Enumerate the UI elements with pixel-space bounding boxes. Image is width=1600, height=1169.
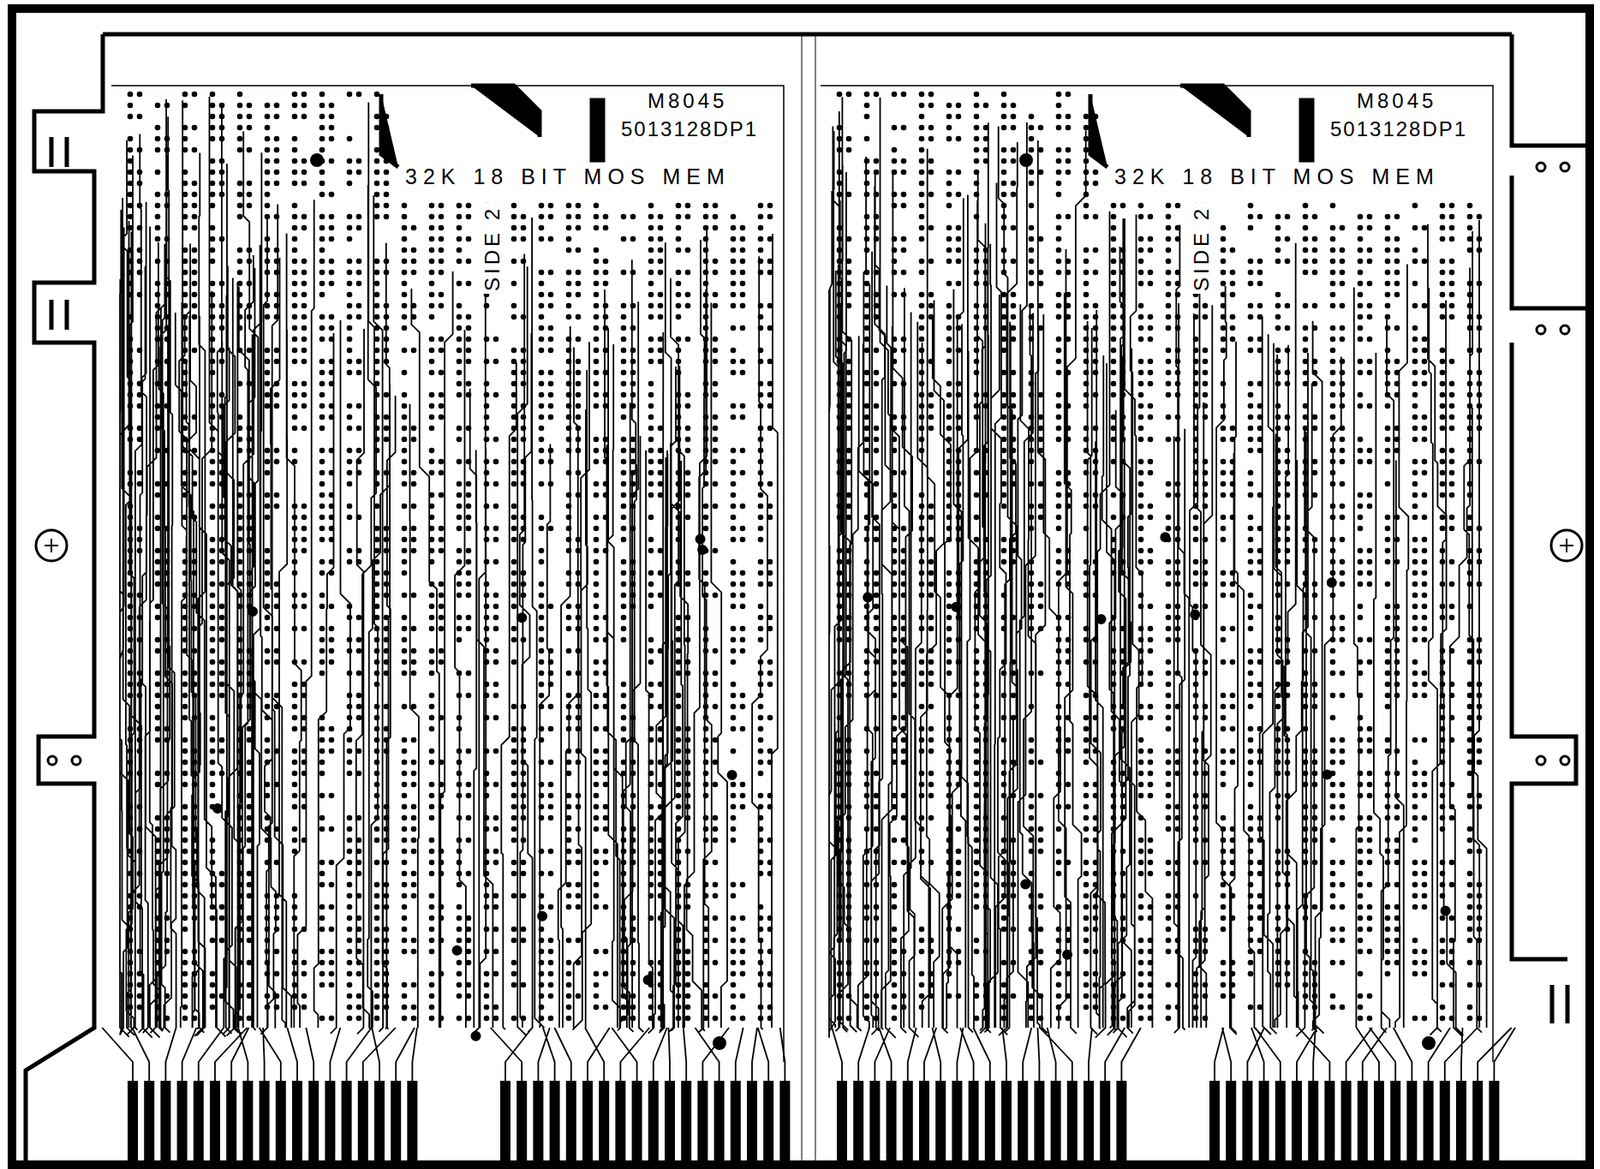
generated-artwork — [101, 85, 1516, 1164]
board-label: 32K 18 BIT MOS MEM — [402, 165, 734, 189]
copper-traces — [101, 96, 785, 1081]
large-pads — [862, 153, 1451, 1051]
board-separator — [801, 34, 816, 1169]
board-label: M8045 — [1354, 89, 1439, 113]
board-label: M8045 — [644, 89, 730, 113]
mounting-hole — [44, 538, 59, 553]
copper-traces — [829, 96, 1516, 1081]
mounting-hole — [1551, 530, 1583, 562]
edge-fingers — [127, 1080, 790, 1164]
edge-fingers — [836, 1080, 1499, 1164]
board-label: 5013128DP1 — [618, 118, 761, 141]
mounting-hole — [1559, 538, 1574, 553]
board-label: 5013128DP1 — [1327, 118, 1470, 141]
board-outline — [25, 34, 1589, 1165]
pads — [127, 91, 774, 1022]
board-edge-trace — [820, 85, 1493, 1063]
side-label: SIDE 2 — [1190, 202, 1213, 294]
power-traces — [381, 85, 603, 168]
board-label: 32K 18 BIT MOS MEM — [1111, 165, 1443, 189]
mounting-hole — [35, 530, 67, 562]
outer-frame — [11, 8, 1590, 1165]
pads — [836, 91, 1483, 1022]
side-label: SIDE 2 — [481, 202, 504, 294]
board-edge-trace — [111, 85, 784, 1063]
power-traces — [1090, 85, 1313, 168]
large-pads — [212, 153, 738, 1051]
